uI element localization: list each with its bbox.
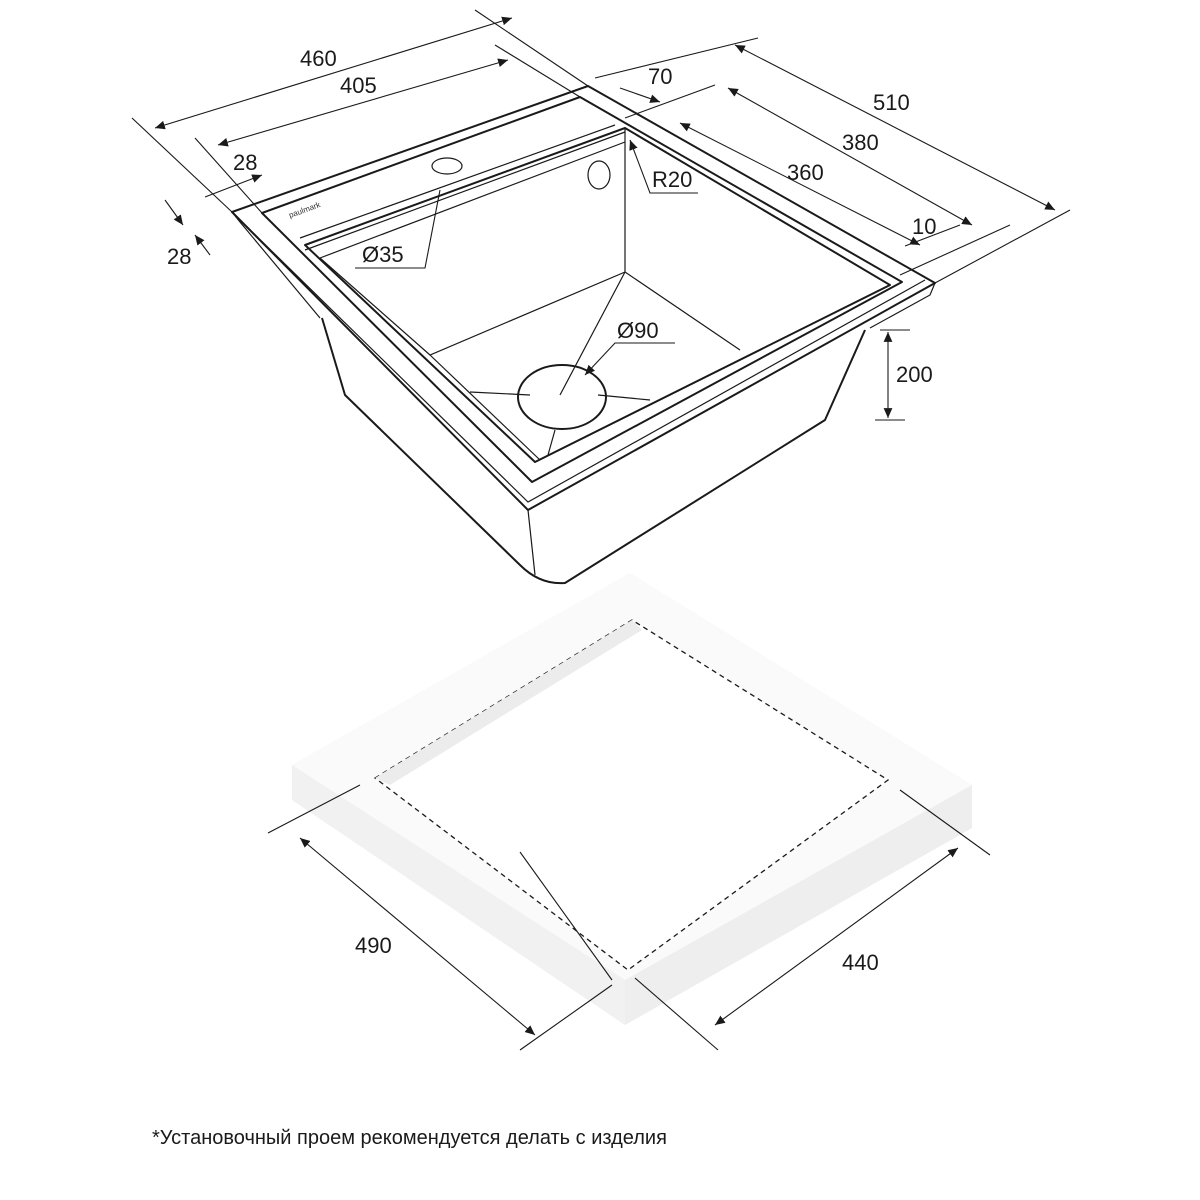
dim-front-rim: 10	[912, 214, 936, 239]
dim-cutout-depth: 440	[842, 950, 879, 975]
dim-overall-width: 460	[300, 46, 337, 71]
footnote: *Установочный проем рекомендуется делать…	[152, 1127, 667, 1149]
dim-overall-depth: 510	[873, 90, 910, 115]
brand-logo: paulmark	[288, 200, 323, 220]
sink-body	[231, 85, 936, 585]
dim-bowl-depth: 360	[787, 160, 824, 185]
dim-corner-radius: R20	[652, 167, 692, 192]
dim-inner-depth: 380	[842, 130, 879, 155]
dim-drain: Ø90	[617, 318, 659, 343]
drain-hole	[517, 364, 607, 430]
tap-hole	[431, 157, 463, 175]
dim-back-shelf: 70	[648, 64, 672, 89]
dim-tap-hole: Ø35	[362, 242, 404, 267]
dimension-lines	[131, 9, 1071, 421]
dim-cutout-width: 490	[355, 933, 392, 958]
dim-side-rim-front: 28	[167, 244, 191, 269]
dim-bowl-height: 200	[896, 362, 933, 387]
dim-side-rim-top: 28	[233, 150, 257, 175]
cutout-template	[267, 573, 991, 1051]
dim-bowl-width: 405	[340, 73, 377, 98]
overflow-hole	[587, 160, 611, 190]
